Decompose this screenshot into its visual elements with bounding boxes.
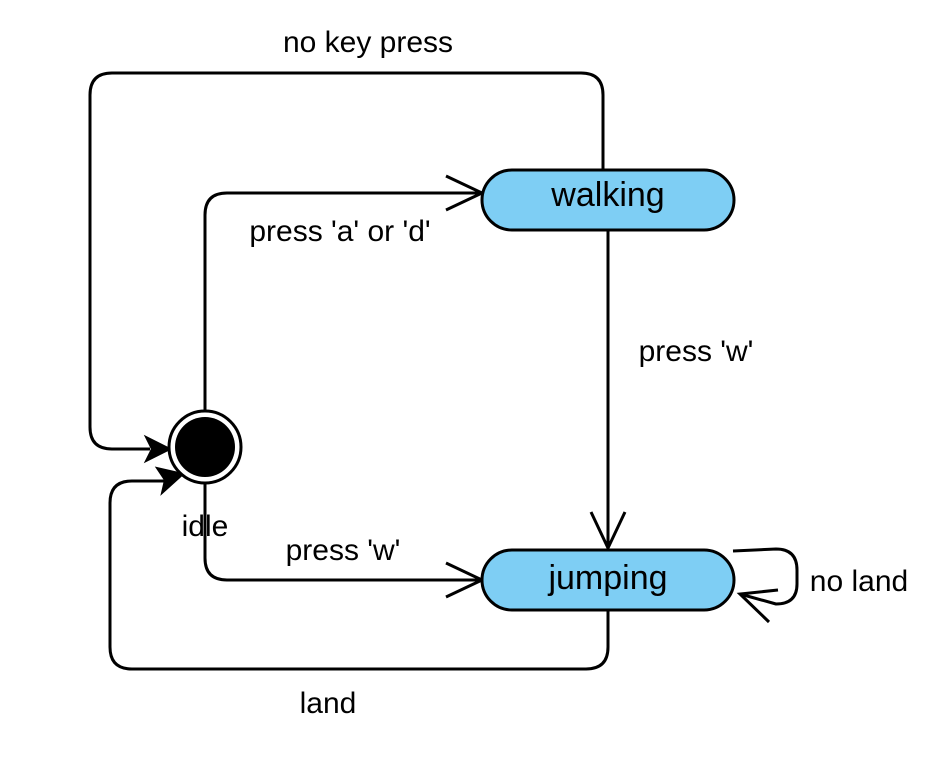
label-no-key-press: no key press xyxy=(283,26,453,59)
arrowhead-walking-to-idle xyxy=(143,434,173,464)
arrowhead-jumping-self xyxy=(736,588,779,624)
label-press-w-idle: press 'w' xyxy=(286,534,401,567)
transition-jumping-self: no land xyxy=(732,547,908,624)
label-land: land xyxy=(300,687,357,720)
transition-idle-to-jumping: press 'w' xyxy=(203,481,486,599)
label-press-a-or-d: press 'a' or 'd' xyxy=(249,215,430,248)
edge-jumping-self xyxy=(732,547,799,606)
label-walking: walking xyxy=(550,176,664,214)
arrowhead-walking-to-jumping xyxy=(589,511,627,552)
label-no-land: no land xyxy=(810,565,908,598)
transition-jumping-to-idle: land xyxy=(108,466,610,720)
label-jumping: jumping xyxy=(547,559,667,597)
edge-idle-to-jumping xyxy=(203,481,482,582)
transition-walking-to-jumping: press 'w' xyxy=(589,230,754,552)
edge-idle-to-walking xyxy=(203,191,482,415)
edge-walking-to-idle xyxy=(88,71,605,451)
arrowhead-jumping-to-idle xyxy=(154,466,186,496)
idle-initial-dot xyxy=(175,417,235,477)
state-idle: idle xyxy=(167,409,243,543)
state-jumping: jumping xyxy=(480,548,736,612)
state-walking: walking xyxy=(480,168,736,232)
label-press-w-walking: press 'w' xyxy=(639,335,754,368)
walking-node xyxy=(480,168,736,232)
jumping-node xyxy=(480,548,736,612)
label-idle: idle xyxy=(182,510,229,543)
transition-walking-to-idle: no key press xyxy=(88,26,605,464)
edge-jumping-to-idle xyxy=(108,479,610,671)
transition-idle-to-walking: press 'a' or 'd' xyxy=(203,174,486,415)
